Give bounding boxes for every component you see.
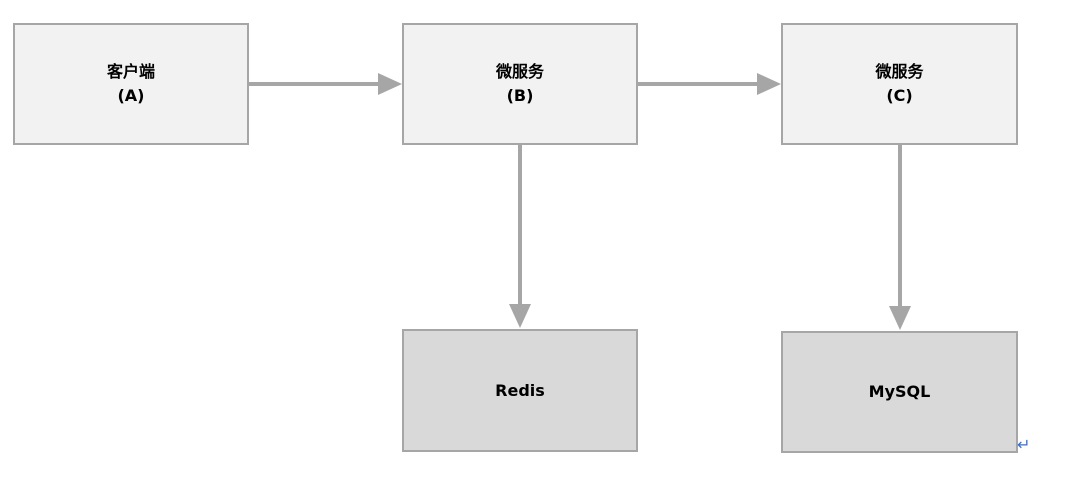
client-node: 客户端 (A) xyxy=(13,23,249,145)
service-b-node-sub: (B) xyxy=(506,86,534,105)
service-b-node: 微服务 (B) xyxy=(402,23,638,145)
service-c-node-sub: (C) xyxy=(886,86,913,105)
service-c-node: 微服务 (C) xyxy=(781,23,1018,145)
edge-service-b-to-redis xyxy=(509,145,531,328)
edge-service-b-to-service-c xyxy=(638,73,781,95)
service-b-node-title: 微服务 xyxy=(495,62,544,81)
edge-client-to-service-b xyxy=(249,73,402,95)
return-arrow-icon: ↵ xyxy=(1017,435,1031,454)
redis-node-title: Redis xyxy=(495,380,545,400)
edge-service-c-to-mysql xyxy=(889,145,911,330)
mysql-node: MySQL xyxy=(781,331,1018,453)
redis-node: Redis xyxy=(402,329,638,452)
mysql-node-title: MySQL xyxy=(868,382,931,401)
client-node-sub: (A) xyxy=(117,86,145,105)
service-c-node-title: 微服务 xyxy=(875,62,924,81)
client-node-title: 客户端 xyxy=(106,62,155,81)
